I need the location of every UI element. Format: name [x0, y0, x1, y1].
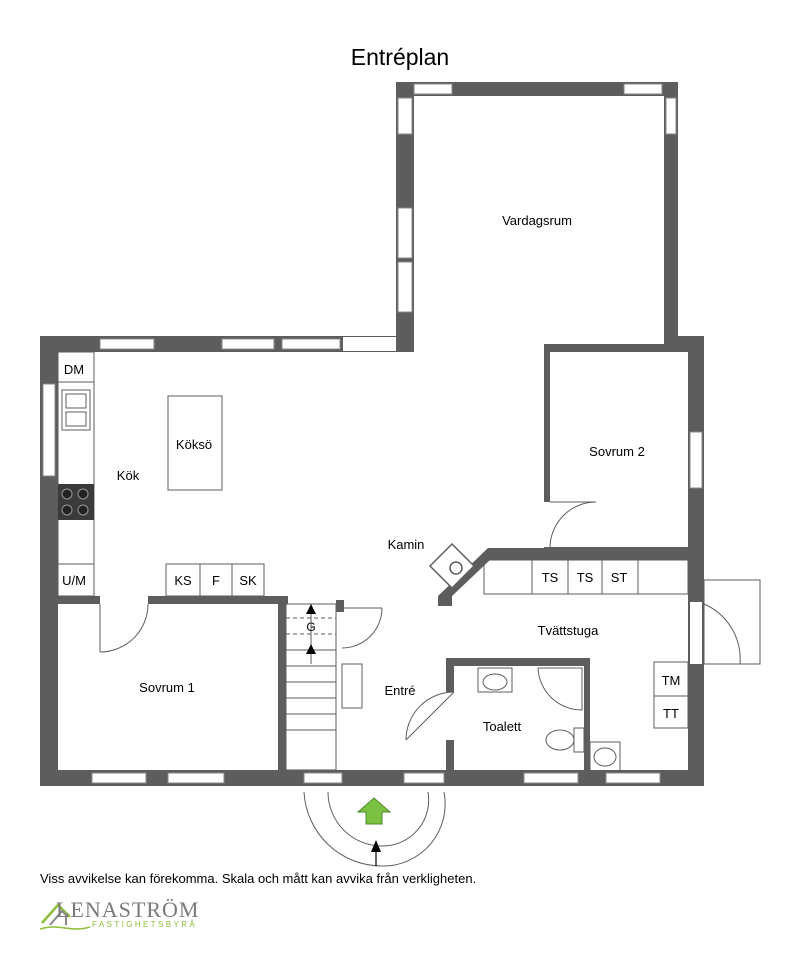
kitchen-counters: [57, 351, 689, 729]
room-kok: Kök: [117, 468, 140, 483]
room-sovrum-1: Sovrum 1: [139, 680, 195, 695]
brand-logo: LENASTRÖM: [56, 897, 200, 922]
plan-title: Entréplan: [350, 44, 450, 70]
door-swings: [99, 501, 761, 867]
kitchen-island: Köksö: [176, 437, 212, 452]
label-kamin: Kamin: [388, 537, 425, 552]
stove-icon: [58, 484, 94, 520]
fixture-ts-1: TS: [542, 570, 559, 585]
room-sovrum-2: Sovrum 2: [589, 444, 645, 459]
bathroom-fixtures: [477, 667, 621, 773]
interior-walls: [56, 344, 696, 780]
entrance-arrow-icon: [356, 797, 392, 825]
fixture-ts-2: TS: [577, 570, 594, 585]
room-vardagsrum: Vardagsrum: [502, 213, 572, 228]
fixture-tm: TM: [662, 673, 681, 688]
disclaimer-text: Viss avvikelse kan förekomma. Skala och …: [40, 871, 477, 886]
fixture-um: U/M: [62, 573, 86, 588]
fixture-tt: TT: [663, 706, 679, 721]
fixture-dm: DM: [64, 362, 84, 377]
door-arrow-icon: [371, 840, 381, 852]
house-logo-icon: [40, 903, 91, 930]
room-entre: Entré: [384, 683, 415, 698]
room-toalett: Toalett: [483, 719, 522, 734]
room-tvattstuga: Tvättstuga: [538, 623, 599, 638]
fireplace-icon: [428, 542, 476, 590]
fixture-ks: KS: [174, 573, 192, 588]
staircase: [285, 603, 363, 771]
windows: [42, 83, 703, 784]
fixture-st: ST: [611, 570, 628, 585]
stove-burners-icon: [61, 488, 89, 516]
fixture-f: F: [212, 573, 220, 588]
stair-arrows-icon: [306, 604, 316, 654]
floor-plan: Vardagsrum Sovrum 2 Kök Köksö Kamin Tvät…: [40, 82, 761, 867]
fixture-sk: SK: [239, 573, 257, 588]
brand-subtitle: FASTIGHETSBYRÅ: [92, 920, 198, 929]
stair-label-g: G: [306, 620, 315, 634]
